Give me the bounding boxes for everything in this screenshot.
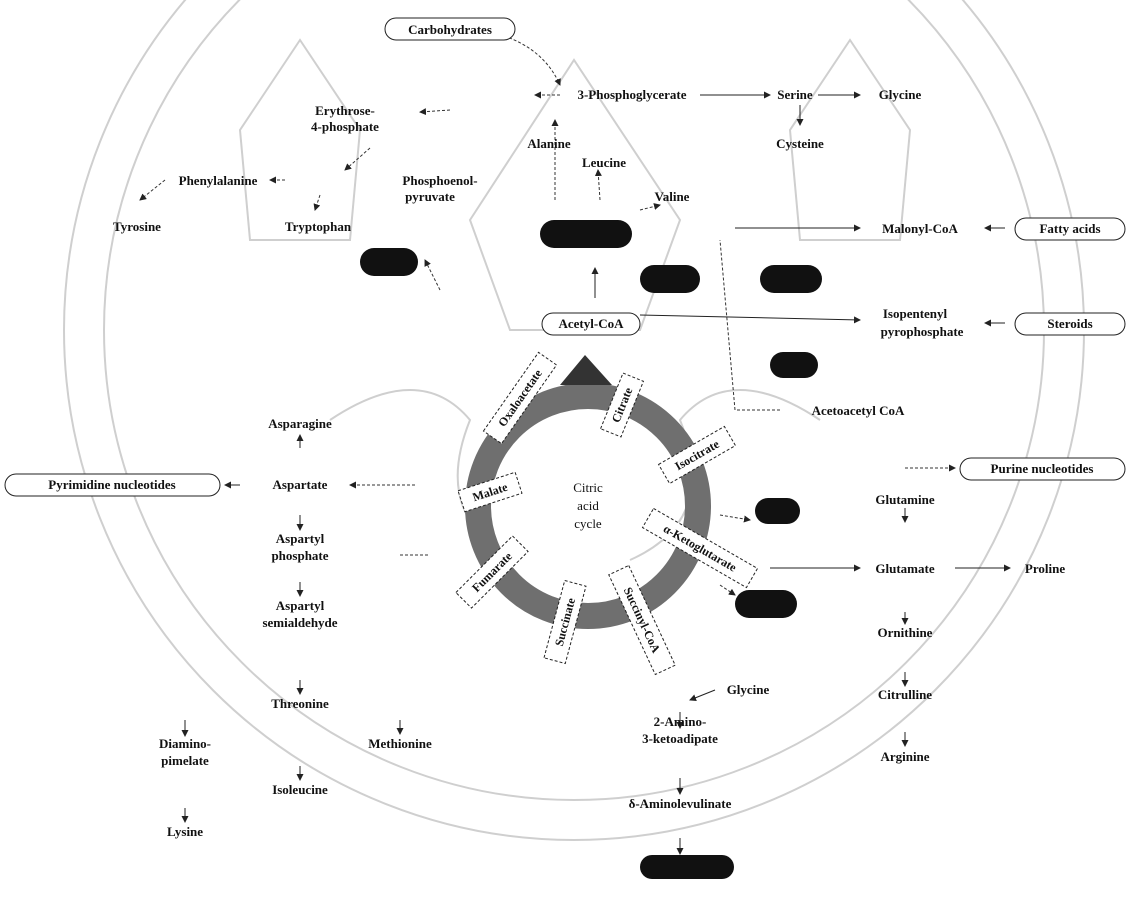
node-pyrimidine-nucleotides: Pyrimidine nucleotides (48, 477, 175, 492)
node-glutamate: Glutamate (875, 561, 934, 576)
blackened-blobs (360, 220, 822, 879)
node-citrulline: Citrulline (878, 687, 932, 702)
node-amino-ketoadipate-line2: 3-ketoadipate (642, 731, 718, 746)
node-alanine: Alanine (527, 136, 571, 151)
node-valine: Valine (655, 189, 690, 204)
cycle-center-line3: cycle (574, 516, 602, 531)
node-aspartyl-phosphate-line1: Aspartyl (276, 531, 325, 546)
node-isopentenyl-line2: pyrophosphate (881, 324, 964, 339)
node-arginine: Arginine (880, 749, 929, 764)
node-proline: Proline (1025, 561, 1065, 576)
node-aspartate: Aspartate (273, 477, 328, 492)
node-fatty-acids: Fatty acids (1039, 221, 1100, 236)
node-serine: Serine (777, 87, 813, 102)
node-cysteine: Cysteine (776, 136, 824, 151)
node-tryptophan: Tryptophan (285, 219, 352, 234)
node-purine-nucleotides: Purine nucleotides (991, 461, 1094, 476)
watermark-seal (63, 0, 1085, 841)
node-aspartyl-semialdehyde-line2: semialdehyde (262, 615, 337, 630)
cycle-center-line1: Citric (573, 480, 603, 495)
node-lysine: Lysine (167, 824, 203, 839)
node-tyrosine: Tyrosine (113, 219, 161, 234)
node-phenylalanine: Phenylalanine (179, 173, 258, 188)
node-threonine: Threonine (271, 696, 329, 711)
node-acetoacetyl-coa: Acetoacetyl CoA (812, 403, 905, 418)
node-erythrose-line2: 4-phosphate (311, 119, 379, 134)
terminal-node-boxes (4, 17, 1126, 497)
node-labels: Carbohydrates 3-Phosphoglycerate Serine … (48, 22, 1100, 839)
node-ornithine: Ornithine (878, 625, 933, 640)
cycle-center-label: Citric acid cycle (573, 480, 603, 531)
node-isopentenyl-line1: Isopentenyl (883, 306, 948, 321)
cycle-entry-arrow (560, 355, 612, 385)
node-isoleucine: Isoleucine (272, 782, 328, 797)
node-malonyl-coa: Malonyl-CoA (882, 221, 958, 236)
node-glycine-top: Glycine (879, 87, 922, 102)
node-carbohydrates: Carbohydrates (408, 22, 492, 37)
node-leucine: Leucine (582, 155, 626, 170)
node-diaminopimelate-line1: Diamino- (159, 736, 211, 751)
node-diaminopimelate-line2: pimelate (161, 753, 209, 768)
node-aspartyl-semialdehyde-line1: Aspartyl (276, 598, 325, 613)
node-glutamine: Glutamine (875, 492, 934, 507)
node-pep-line2: pyruvate (405, 189, 455, 204)
node-steroids: Steroids (1047, 316, 1092, 331)
node-asparagine: Asparagine (268, 416, 332, 431)
cycle-center-line2: acid (577, 498, 599, 513)
node-aspartyl-phosphate-line2: phosphate (271, 548, 328, 563)
node-aminolevulinate: δ-Aminolevulinate (629, 796, 732, 811)
node-erythrose-line1: Erythrose- (315, 103, 375, 118)
node-pep-line1: Phosphoenol- (402, 173, 477, 188)
node-methionine: Methionine (368, 736, 432, 751)
pathway-arrows (139, 29, 1011, 855)
node-glycine-bottom: Glycine (727, 682, 770, 697)
node-amino-ketoadipate-line1: 2-Amino- (654, 714, 707, 729)
node-3-phosphoglycerate: 3-Phosphoglycerate (577, 87, 686, 102)
node-acetyl-coa: Acetyl-CoA (559, 316, 625, 331)
